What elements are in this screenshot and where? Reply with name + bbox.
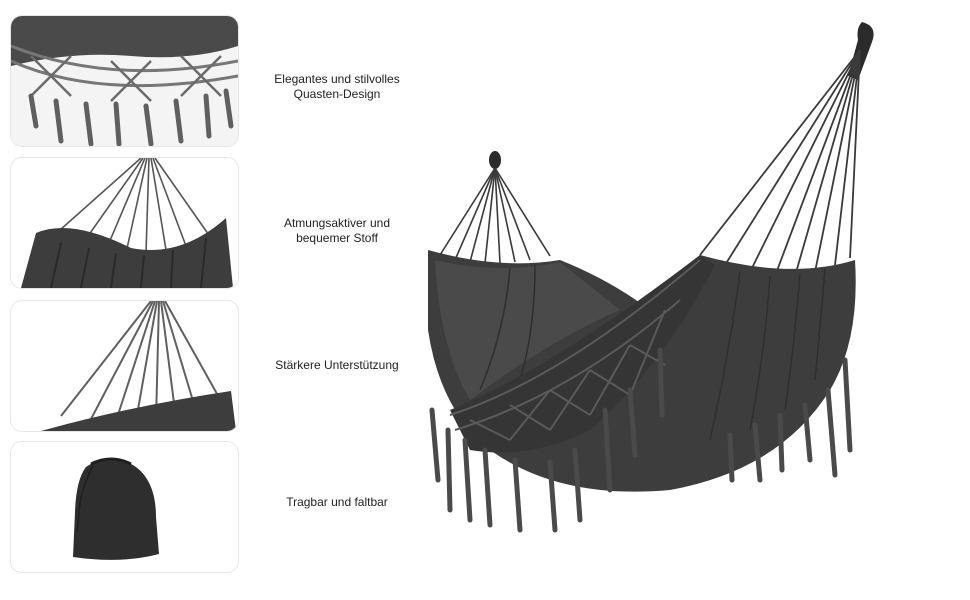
- carry-bag-image: [10, 441, 239, 573]
- support-caption: Stärkere Unterstützung: [275, 358, 399, 372]
- portable-caption: Tragbar und faltbar: [286, 495, 388, 509]
- tassel-design-caption: Elegantes und stilvolles Quasten-Design: [274, 72, 400, 101]
- rope-detail-image: [10, 300, 239, 432]
- fabric-detail-image: [10, 157, 239, 289]
- tassel-detail-image: [10, 15, 239, 147]
- hammock-product-image: [410, 10, 880, 550]
- fabric-caption: Atmungsaktiver und bequemer Stoff: [283, 216, 391, 245]
